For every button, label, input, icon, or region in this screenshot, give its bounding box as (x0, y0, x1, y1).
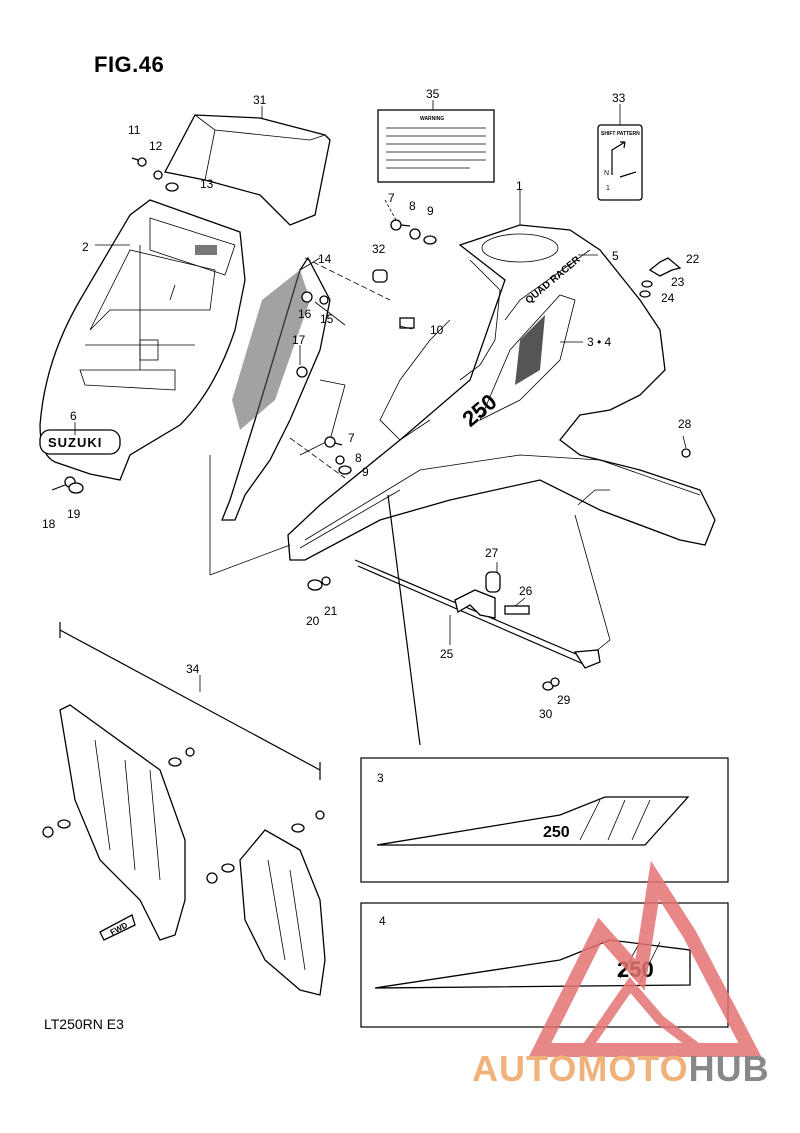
callout-17: 17 (292, 333, 306, 347)
callout-3-4: 3 • 4 (587, 335, 612, 349)
visor-part-31 (164, 114, 331, 226)
shift-pattern-label-part-33: SHIFT PATTERN N 1 (597, 124, 643, 201)
callout-8a: 8 (409, 199, 416, 213)
callout-32: 32 (372, 242, 386, 256)
callout-9b: 9 (362, 465, 369, 479)
leader-lines (74, 100, 687, 746)
automotohub-logo-mark (528, 860, 762, 1057)
inset-decal-3: 3 250 (360, 757, 729, 883)
figure-title: FIG.46 (94, 52, 165, 77)
callout-28: 28 (678, 417, 692, 431)
callout-35: 35 (426, 87, 440, 101)
callout-6: 6 (70, 409, 77, 423)
warning-label-part-35: WARNING (377, 109, 495, 183)
callout-19: 19 (67, 507, 81, 521)
warning-label-title: WARNING (420, 116, 444, 122)
callout-29: 29 (557, 693, 571, 707)
callout-9a: 9 (427, 204, 434, 218)
inset-4-label: 4 (379, 914, 386, 928)
callout-8b: 8 (355, 451, 362, 465)
automotohub-watermark: AUTOMOTOHUB (472, 1048, 770, 1090)
watermark-part1: AUTOMOTO (472, 1048, 689, 1089)
shift-1-label: 1 (606, 185, 610, 192)
shift-pattern-title: SHIFT PATTERN (601, 131, 640, 137)
callout-30: 30 (539, 707, 553, 721)
model-code: LT250RN E3 (44, 1016, 124, 1032)
inset-decal-4: 4 250 (360, 902, 729, 1028)
callout-20: 20 (306, 614, 320, 628)
callout-23: 23 (671, 275, 685, 289)
callout-2: 2 (82, 240, 89, 254)
callout-26: 26 (519, 584, 533, 598)
callout-7a: 7 (388, 191, 395, 205)
callout-14: 14 (318, 252, 332, 266)
side-panel-part-14 (221, 256, 346, 521)
rear-fender-part-1: 250 QUAD RACER (287, 224, 716, 661)
front-fender-part-2: SUZUKI (39, 199, 246, 481)
inset-3-label: 3 (377, 771, 384, 785)
callout-numbers: 31 35 33 1 11 12 13 2 7 8 9 32 5 22 23 2… (42, 87, 700, 721)
watermark-part2: HUB (688, 1048, 770, 1089)
rod-bracket-part-25 (354, 559, 601, 669)
callout-12: 12 (149, 139, 163, 153)
inset-3-decal-text: 250 (543, 824, 570, 841)
callout-24: 24 (661, 291, 675, 305)
callout-25: 25 (440, 647, 454, 661)
suzuki-emblem-text: SUZUKI (48, 435, 102, 450)
callout-7b: 7 (348, 431, 355, 445)
callout-21: 21 (324, 604, 338, 618)
callout-1: 1 (516, 179, 523, 193)
callout-22: 22 (686, 252, 700, 266)
mud-flaps-part-34: FWD (42, 622, 326, 996)
callout-10: 10 (430, 323, 444, 337)
callout-16: 16 (298, 307, 312, 321)
callout-27: 27 (485, 546, 499, 560)
hardware-parts (51, 157, 691, 691)
shift-n-label: N (604, 170, 609, 177)
callout-15: 15 (320, 312, 334, 326)
callout-13: 13 (200, 177, 214, 191)
callout-18: 18 (42, 517, 56, 531)
callout-34: 34 (186, 662, 200, 676)
callout-33: 33 (612, 91, 626, 105)
callout-31: 31 (253, 93, 267, 107)
callout-11: 11 (128, 123, 141, 137)
callout-5: 5 (612, 249, 619, 263)
